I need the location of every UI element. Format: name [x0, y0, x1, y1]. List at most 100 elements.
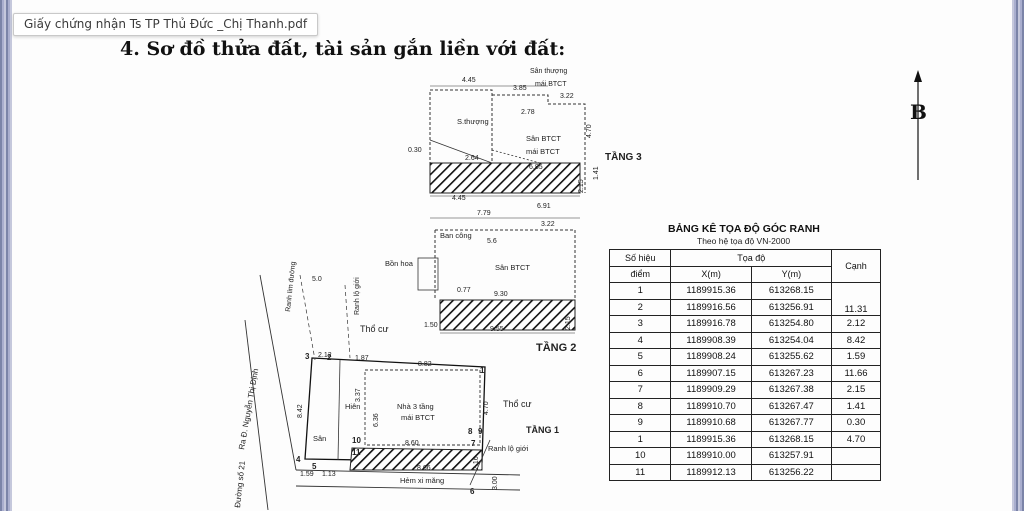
- dim-6-85: 6.85: [529, 164, 543, 171]
- cell-edge: 11.31: [830, 282, 882, 316]
- cell-y: 613267.77: [750, 414, 832, 432]
- label-nha-3-tang: Nhà 3 tầng: [397, 402, 434, 411]
- cell-x: 1189915.36: [670, 282, 752, 300]
- dim-1-13: 1.13: [322, 471, 336, 478]
- point-label: 1: [480, 366, 485, 375]
- cell-x: 1189909.29: [670, 381, 752, 399]
- dim-0-30: 0.30: [408, 147, 422, 154]
- cell-point: 3: [608, 315, 672, 333]
- cell-edge-empty: [830, 447, 882, 465]
- label-san: Sân: [313, 434, 326, 443]
- dim-3-85: 3.85: [513, 85, 527, 92]
- dim-1-87: 1.87: [355, 355, 369, 362]
- cell-edge-empty: [830, 463, 882, 481]
- cell-y: 613267.23: [750, 364, 832, 382]
- cell-y: 613254.04: [750, 331, 832, 349]
- floor3-title: TẦNG 3: [605, 150, 642, 163]
- table-row: 5 1189908.24 613255.62 1.59: [608, 348, 882, 366]
- label-san-btct-3: Sân BTCT: [526, 134, 561, 143]
- table-row: 6 1189907.15 613267.23 11.66: [608, 364, 882, 382]
- dim-0-77: 0.77: [457, 287, 471, 294]
- dim-4-70-floor1: 4.70: [483, 401, 490, 415]
- dim-3-22-top: 3.22: [560, 93, 574, 100]
- dim-3-37: 3.37: [355, 388, 362, 402]
- label-tho-cu-1: Thổ cư: [360, 324, 389, 334]
- point-label: 11: [352, 448, 361, 457]
- header-so-hieu: Số hiệu: [608, 249, 672, 267]
- floor3-plan: [429, 85, 586, 197]
- cell-point: 4: [608, 331, 672, 349]
- cell-y: 613267.38: [750, 381, 832, 399]
- cell-point: 8: [608, 397, 672, 415]
- point-label: 6: [470, 487, 475, 496]
- cell-y: 613268.15: [750, 282, 832, 300]
- point-label: 4: [296, 455, 301, 464]
- label-duong-so-21: Đường số 21: [233, 460, 247, 508]
- cell-x: 1189912.13: [670, 463, 752, 481]
- label-bon-hoa: Bồn hoa: [385, 259, 414, 268]
- cell-point: 7: [608, 381, 672, 399]
- label-hien: Hiên: [345, 402, 360, 411]
- cell-point: 1: [608, 430, 672, 448]
- dim-7-79: 7.79: [477, 210, 491, 217]
- label-san-btct-2: Sân BTCT: [495, 263, 530, 272]
- cell-x: 1189910.00: [670, 447, 752, 465]
- label-ban-cong: Ban công: [440, 231, 472, 240]
- cell-x: 1189916.56: [670, 298, 752, 316]
- label-ranh-lo-gioi-vertical: Ranh lộ giới: [354, 277, 361, 315]
- dim-8-60: 8.60: [405, 440, 419, 447]
- dim-6-91: 6.91: [537, 203, 551, 210]
- cell-edge: 1.59: [830, 348, 882, 366]
- north-label: B: [910, 100, 927, 124]
- point-label: 9: [478, 427, 483, 436]
- cell-point: 9: [608, 414, 672, 432]
- label-ranh-lo-gioi: Ranh lộ giới: [488, 444, 529, 453]
- cell-point: 10: [608, 447, 672, 465]
- cell-x: 1189910.70: [670, 397, 752, 415]
- cell-edge: 1.41: [830, 397, 882, 415]
- table-row: 4 1189908.39 613254.04 8.42: [608, 331, 882, 349]
- cell-edge: 2.12: [830, 315, 882, 333]
- cell-x: 1189916.78: [670, 315, 752, 333]
- dim-5-6: 5.6: [487, 238, 497, 245]
- label-mai-btct-top: mái BTCT: [535, 81, 567, 88]
- point-label: 7: [471, 439, 476, 448]
- table-row: 3 1189916.78 613254.80 2.12: [608, 315, 882, 333]
- cell-point: 1: [608, 282, 672, 300]
- label-s-thuong: S.thượng: [457, 117, 489, 126]
- point-label: 8: [468, 427, 473, 436]
- header-diem: điểm: [608, 265, 672, 283]
- north-arrow-icon: [914, 70, 922, 180]
- dim-8-42: 8.42: [297, 404, 304, 418]
- label-mai-btct-3: mái BTCT: [526, 147, 560, 156]
- label-ra-nguyen-thi-dinh: Ra Đ. Nguyễn Thị Định: [237, 368, 260, 450]
- cell-x: 1189915.36: [670, 430, 752, 448]
- dim-8-66: 8.66: [417, 465, 431, 472]
- cell-y: 613257.91: [750, 447, 832, 465]
- cell-edge: 0.30: [830, 414, 882, 432]
- cell-point: 11: [608, 463, 672, 481]
- table-row: 11 1189912.13 613256.22: [608, 463, 882, 481]
- dim-3-22-floor2: 3.22: [541, 221, 555, 228]
- dim-5-0: 5.0: [312, 276, 322, 283]
- header-canh: Cạnh: [830, 249, 882, 283]
- floor1-plot: [244, 274, 521, 511]
- dim-4-45-top: 4.45: [462, 77, 476, 84]
- header-toa-do: Tọa độ: [670, 249, 832, 267]
- coord-table: Số hiệu Tọa độ Cạnh điểm X(m) Y(m) 1 118…: [608, 249, 882, 481]
- dim-2-16: 2.16: [473, 456, 480, 470]
- dim-2-78: 2.78: [521, 109, 535, 116]
- dim-9-30: 9.30: [494, 291, 508, 298]
- point-label: 3: [305, 352, 310, 361]
- point-label: 5: [312, 462, 317, 471]
- header-y: Y(m): [750, 265, 832, 283]
- cell-x: 1189908.39: [670, 331, 752, 349]
- table-row: 10 1189910.00 613257.91: [608, 447, 882, 465]
- floor1-title: TẦNG 1: [526, 425, 559, 435]
- floor2-plan: [417, 217, 580, 334]
- dim-1-59: 1.59: [300, 471, 314, 478]
- cell-y: 613268.15: [750, 430, 832, 448]
- cell-y: 613267.47: [750, 397, 832, 415]
- floor2-title: TẦNG 2: [536, 341, 576, 354]
- point-label: 2: [327, 353, 332, 362]
